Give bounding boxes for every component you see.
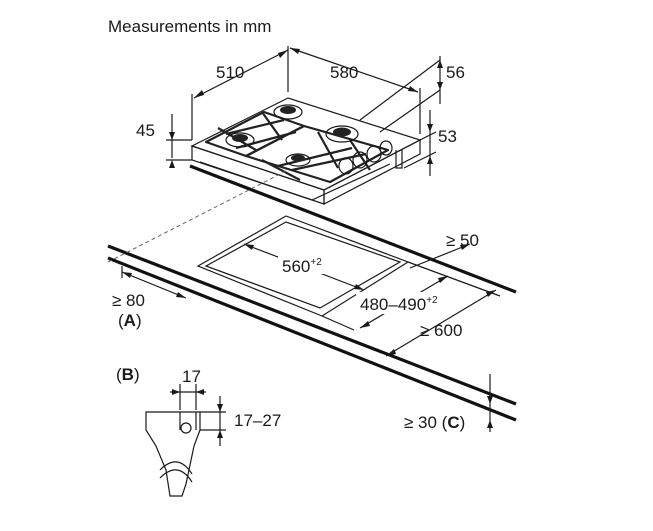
burner-back-right <box>325 125 359 143</box>
dim-depth-600: ≥ 600 <box>385 289 497 357</box>
dim-560: 560+2 <box>243 243 365 291</box>
dim-clearance-50-label: ≥ 50 <box>446 231 479 250</box>
dim-56: 56 <box>359 56 465 133</box>
worktop-side-guide <box>107 169 289 263</box>
dim-480-490: 480–490+2 <box>321 261 501 331</box>
hob-drawing <box>190 97 422 205</box>
burner-front-right <box>285 153 311 167</box>
detail-b-screw <box>180 422 192 434</box>
dim-side-80: ≥ 80 (A) <box>112 266 187 330</box>
worktop <box>107 169 517 422</box>
dim-510: 510 <box>191 46 289 140</box>
dim-53: 53 <box>403 110 457 176</box>
hob-tray <box>199 161 391 201</box>
hob-top-plate <box>190 97 422 191</box>
dim-17-27-label: 17–27 <box>234 411 281 430</box>
dim-45-label: 45 <box>136 121 155 140</box>
burner-back-left <box>273 104 303 120</box>
marker-b: (B) <box>116 365 140 384</box>
dim-580: 580 <box>289 47 421 134</box>
hob-leg <box>395 150 403 169</box>
dim-580-label: 580 <box>330 63 358 82</box>
dim-bottom-30: ≥ 30 (C) <box>404 374 493 432</box>
worktop-front-edge-lower <box>107 256 517 422</box>
dim-depth-600-label: ≥ 600 <box>420 321 462 340</box>
dim-45: 45 <box>136 114 192 168</box>
detail-b-profile <box>145 411 201 497</box>
dim-480-490-label: 480–490+2 <box>360 295 438 314</box>
dim-56-label: 56 <box>446 63 465 82</box>
cutout-inner <box>204 221 402 309</box>
dim-510-label: 510 <box>216 63 244 82</box>
control-knobs <box>338 140 393 175</box>
dim-bottom-30-label: ≥ 30 (C) <box>404 413 465 432</box>
burner-front-left <box>225 132 255 148</box>
detail-b: 17 17–27 <box>145 367 281 497</box>
dim-side-80-label: ≥ 80 <box>112 291 145 310</box>
worktop-rear-edge-upper <box>189 164 517 294</box>
worktop-front-edge <box>107 244 517 406</box>
dim-560-label: 560+2 <box>282 257 322 276</box>
marker-a: (A) <box>118 311 142 330</box>
dim-clearance-50: ≥ 50 <box>409 231 479 269</box>
hob-side-edge <box>323 139 421 205</box>
dim-17-label: 17 <box>182 367 201 386</box>
dim-53-label: 53 <box>438 127 457 146</box>
diagram-title: Measurements in mm <box>108 17 271 36</box>
